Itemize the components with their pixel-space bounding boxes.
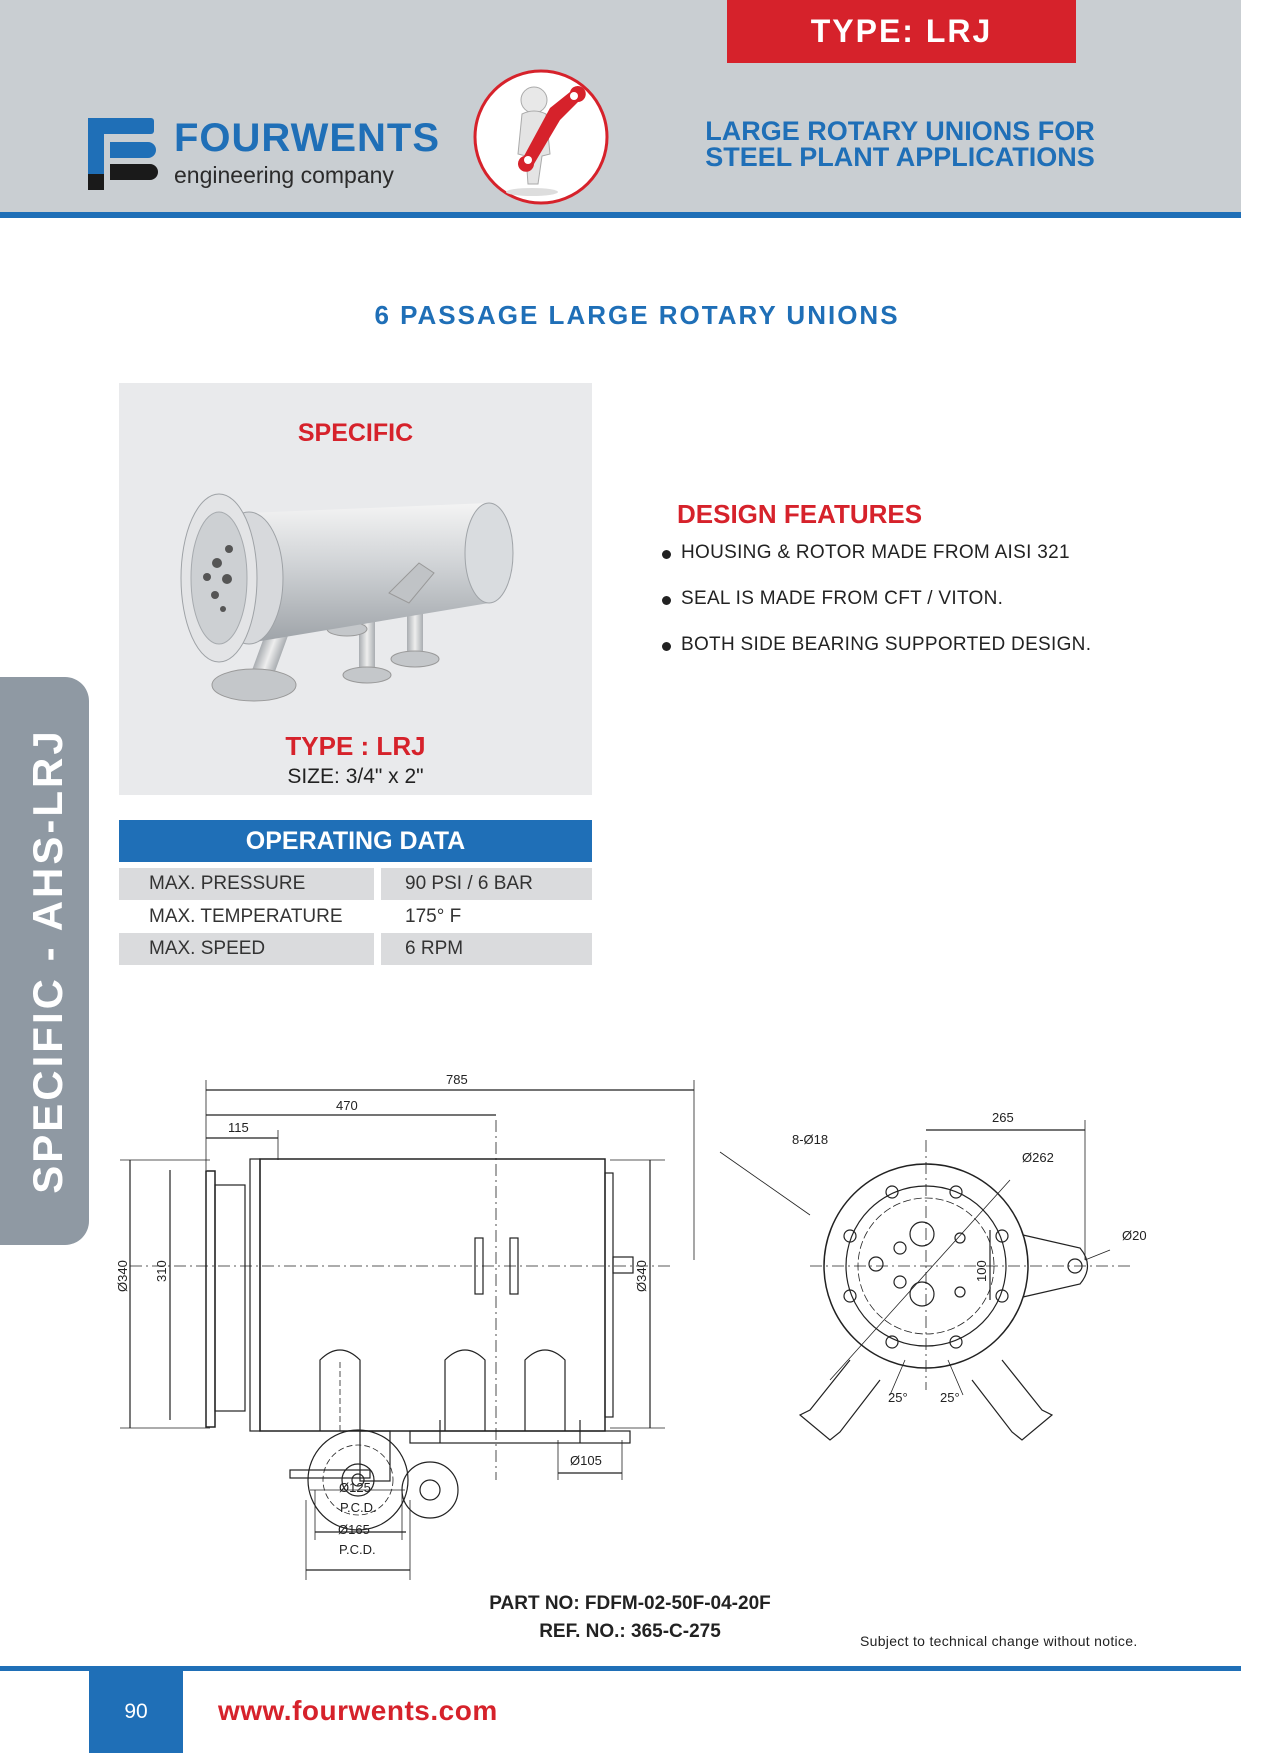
product-card: SPECIFIC xyxy=(119,383,592,795)
design-features-list: HOUSING & ROTOR MADE FROM AISI 321 SEAL … xyxy=(660,540,1091,678)
operating-data-row: MAX. TEMPERATURE 175° F xyxy=(119,901,592,933)
notice-text: Subject to technical change without noti… xyxy=(860,1633,1138,1649)
type-tag: TYPE: LRJ xyxy=(727,0,1076,63)
mechanic-wrench-icon xyxy=(473,69,609,205)
dim-dia-20: Ø20 xyxy=(1122,1228,1147,1243)
side-tab-label: SPECIFIC - AHS-LRJ xyxy=(24,728,71,1194)
row-label: MAX. SPEED xyxy=(119,933,374,965)
dim-dia-125: Ø125 xyxy=(339,1480,371,1495)
row-value: 90 PSI / 6 BAR xyxy=(381,868,592,900)
product-card-label: SPECIFIC xyxy=(297,419,414,447)
technical-drawing: 785 470 115 Ø340 310 Ø340 Ø125 P.C.D. Ø1… xyxy=(115,1072,1147,1580)
dim-dia-105: Ø105 xyxy=(570,1453,602,1468)
header-title: LARGE ROTARY UNIONS FOR STEEL PLANT APPL… xyxy=(690,116,1110,172)
dim-310: 310 xyxy=(154,1260,169,1282)
brand-name: FOURWENTS xyxy=(174,116,441,160)
dim-dia-262: Ø262 xyxy=(1022,1150,1054,1165)
logo-mark-icon xyxy=(88,118,158,190)
dim-dia-340-right: Ø340 xyxy=(634,1260,649,1292)
product-type: TYPE : LRJ xyxy=(285,731,426,761)
rotary-union-image xyxy=(180,493,514,702)
brand-subtitle: engineering company xyxy=(174,162,394,188)
row-label: MAX. PRESSURE xyxy=(119,868,374,900)
page-number: 90 xyxy=(89,1671,183,1753)
dim-dia-340-left: Ø340 xyxy=(115,1260,130,1292)
operating-data-row: MAX. SPEED 6 RPM xyxy=(119,933,592,965)
header-rule xyxy=(0,212,1241,218)
dim-holes: 8-Ø18 xyxy=(792,1132,828,1147)
design-features-title: DESIGN FEATURES xyxy=(677,499,923,529)
feature-item: BOTH SIDE BEARING SUPPORTED DESIGN. xyxy=(660,632,1091,678)
angle-right: 25° xyxy=(940,1390,960,1405)
header-title-line1: LARGE ROTARY UNIONS FOR xyxy=(705,116,1095,146)
row-value: 6 RPM xyxy=(381,933,592,965)
part-info: PART NO: FDFM-02-50F-04-20F REF. NO.: 36… xyxy=(0,1590,1260,1646)
feature-item: SEAL IS MADE FROM CFT / VITON. xyxy=(660,586,1091,632)
feature-item: HOUSING & ROTOR MADE FROM AISI 321 xyxy=(660,540,1091,586)
dim-785: 785 xyxy=(446,1072,468,1087)
dim-pcd-2: P.C.D. xyxy=(339,1542,376,1557)
header-title-line2: STEEL PLANT APPLICATIONS xyxy=(705,142,1095,172)
part-number: PART NO: FDFM-02-50F-04-20F xyxy=(489,1593,771,1614)
side-tab xyxy=(0,677,89,1245)
row-value: 175° F xyxy=(405,906,462,927)
page-title: 6 PASSAGE LARGE ROTARY UNIONS xyxy=(374,300,900,330)
angle-left: 25° xyxy=(888,1390,908,1405)
ref-number: REF. NO.: 365-C-275 xyxy=(539,1621,721,1642)
dim-dia-165: Ø165 xyxy=(338,1522,370,1537)
dim-pcd-1: P.C.D. xyxy=(340,1500,377,1515)
operating-data-row: MAX. PRESSURE 90 PSI / 6 BAR xyxy=(119,868,592,900)
footer-rule xyxy=(0,1666,1241,1671)
dim-470: 470 xyxy=(336,1098,358,1113)
operating-data-title: OPERATING DATA xyxy=(119,820,592,862)
brand-logo: FOURWENTS engineering company xyxy=(88,112,439,192)
dim-100: 100 xyxy=(974,1260,989,1282)
product-size: SIZE: 3/4" x 2" xyxy=(287,765,424,788)
dim-115: 115 xyxy=(228,1120,249,1135)
dim-265: 265 xyxy=(992,1110,1014,1125)
row-label: MAX. TEMPERATURE xyxy=(149,906,343,927)
website-link[interactable]: www.fourwents.com xyxy=(218,1695,498,1726)
